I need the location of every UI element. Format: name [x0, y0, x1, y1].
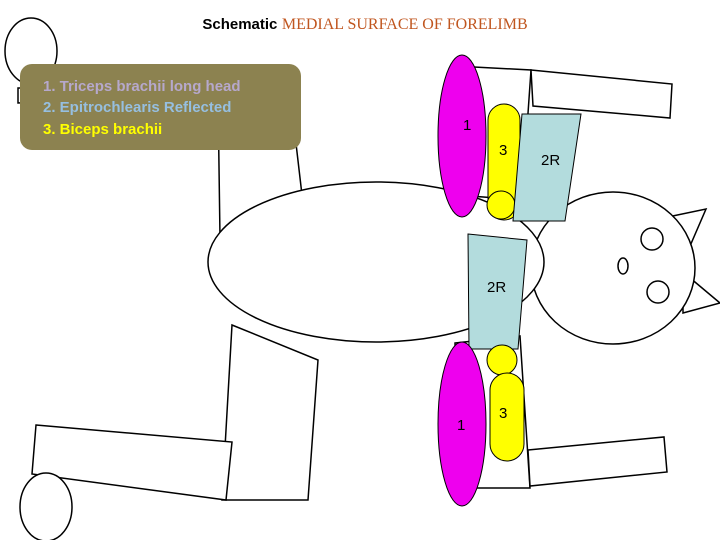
eye-top — [640, 227, 664, 251]
legend-item-triceps: 1. Triceps brachii long head — [43, 78, 241, 95]
label-epitrochlearis-top: 2R — [541, 152, 560, 169]
eye-bottom — [646, 280, 670, 304]
epitrochlearis-bottom — [467, 233, 528, 350]
title-prefix: Schematic — [202, 16, 278, 33]
triceps-top — [437, 54, 487, 218]
hind-paw-bottom — [19, 472, 73, 540]
hind-leg-bottom-thigh — [221, 323, 319, 501]
nose — [617, 257, 629, 275]
label-triceps-bottom: 1 — [457, 417, 465, 434]
biceps-bottom-end — [486, 344, 518, 376]
page-title: Schematic MEDIAL SURFACE OF FORELIMB — [0, 16, 720, 34]
biceps-bottom — [489, 372, 525, 462]
forepaw-bottom — [527, 436, 668, 487]
legend-box: 1. Triceps brachii long head 2. Epitroch… — [20, 64, 301, 150]
label-triceps-top: 1 — [463, 117, 471, 134]
epitrochlearis-top — [512, 113, 582, 222]
label-epitrochlearis-bottom: 2R — [487, 279, 506, 296]
legend-item-epitrochlearis: 2. Epitrochlearis Reflected — [43, 99, 232, 116]
label-biceps-top: 3 — [499, 142, 507, 159]
triceps-bottom — [437, 341, 487, 507]
forepaw-top — [530, 69, 673, 119]
hind-leg-bottom-lower — [31, 424, 233, 501]
biceps-top-end — [486, 190, 516, 220]
body — [207, 181, 545, 343]
title-main: MEDIAL SURFACE OF FORELIMB — [281, 16, 528, 33]
label-biceps-bottom: 3 — [499, 405, 507, 422]
legend-item-biceps: 3. Biceps brachii — [43, 121, 163, 138]
